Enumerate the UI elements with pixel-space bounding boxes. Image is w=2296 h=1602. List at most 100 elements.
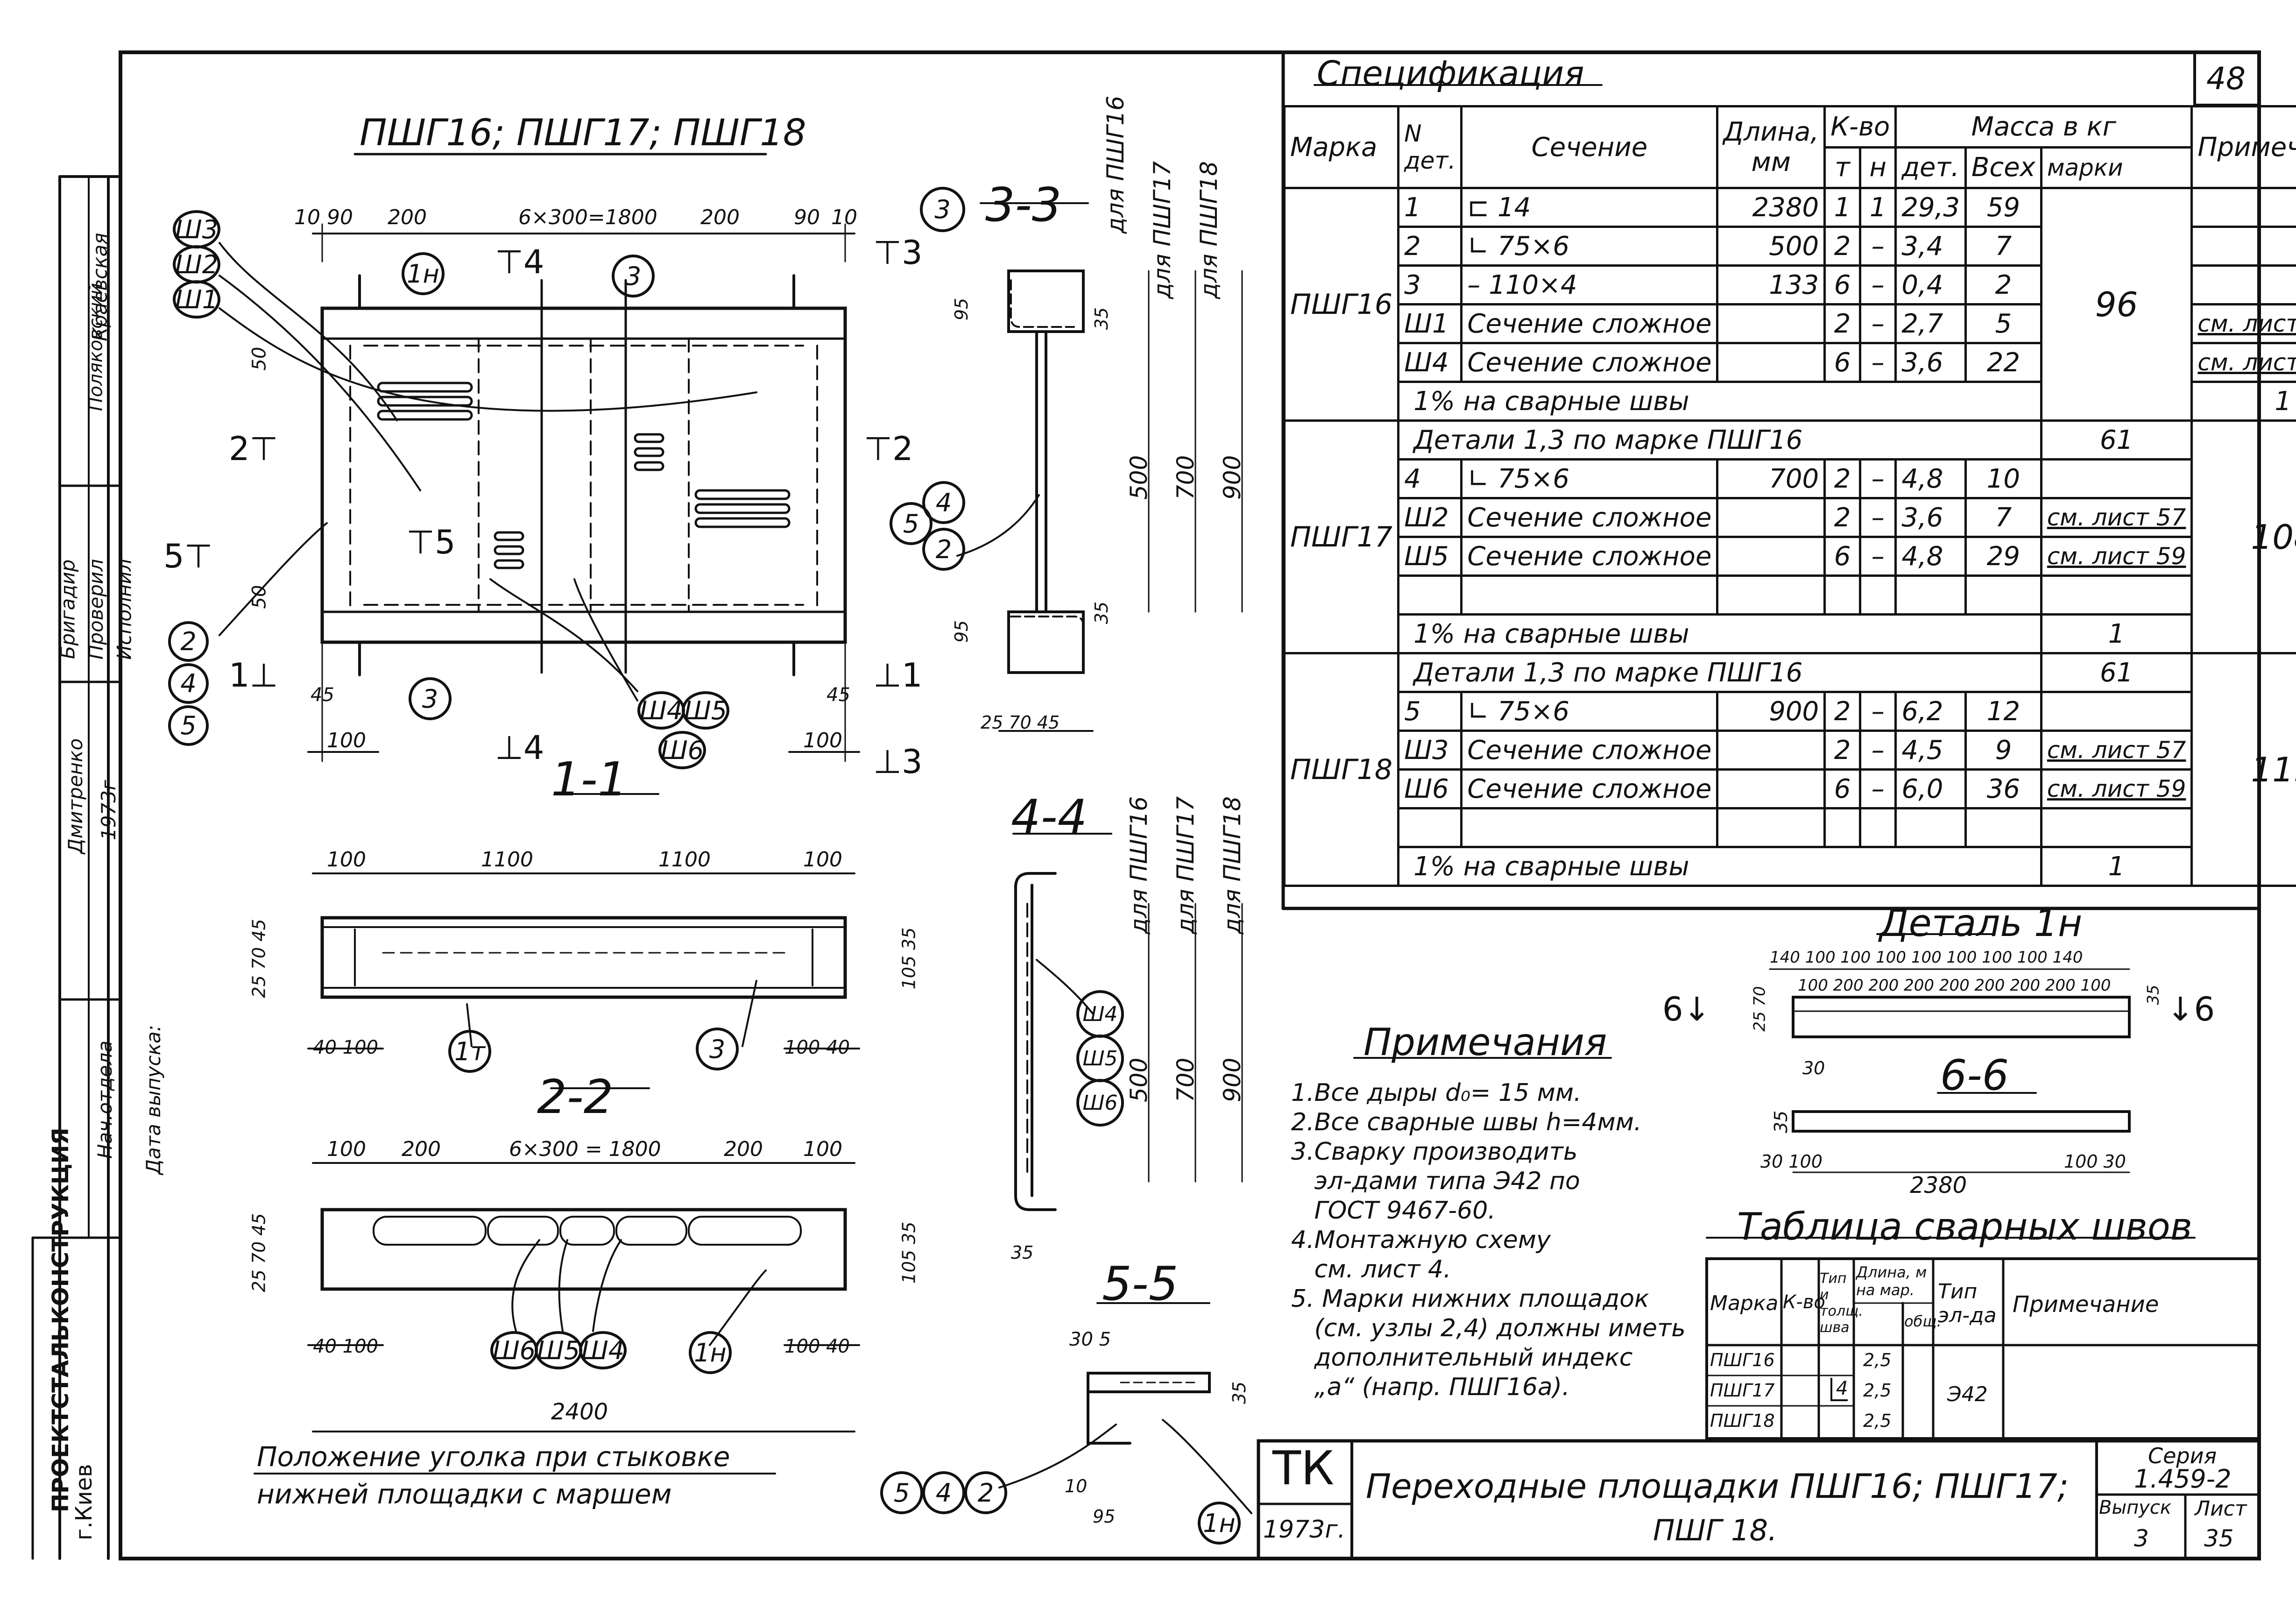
note-line: 5. Марки нижних площадок — [1291, 1285, 1649, 1313]
spec-section-cell: Сечение сложное — [1460, 342, 1719, 383]
bubble-sh4-22: Ш4 — [579, 1331, 627, 1369]
notes-list: 1.Все дыры d₀= 15 мм. 2.Все сварные швы … — [1291, 1079, 1711, 1403]
stamp-role-brigadier: Бригадир — [56, 559, 79, 659]
detail-dims-top: 140 100 100 100 100 100 100 100 140 — [1770, 948, 2083, 967]
spec-mass-all-cell: 1 — [2040, 846, 2193, 887]
seria-label: Серия — [2148, 1443, 2217, 1468]
dim-700-33: 700 — [1172, 455, 1199, 500]
dim-11-1100-right: 1100 — [658, 848, 711, 872]
for-pshg17-44: для ПШГ17 — [1172, 796, 1199, 934]
weld-row-len: 2,5 — [1863, 1350, 1892, 1370]
bubble-sh5-main: Ш5 — [682, 691, 729, 730]
dim-66-right: 100 30 — [2064, 1151, 2126, 1172]
spec-note-cell — [2190, 226, 2296, 267]
spec-mass-det-cell: 3,4 — [1894, 226, 1967, 267]
detail-dims-inner: 100 200 200 200 200 200 200 200 100 — [1798, 976, 2111, 995]
spec-mass-det-cell — [1894, 574, 1967, 616]
dim-1800: 6×300=1800 — [518, 206, 657, 229]
bubble-4-main: 4 — [168, 663, 209, 704]
dim-55-30-5: 30 5 — [1069, 1329, 1111, 1350]
position-note-line1: Положение уголка при стыковке — [257, 1441, 730, 1473]
spec-mass-all-cell — [1964, 574, 2042, 616]
dim-22-40-left: 40 100 — [313, 1336, 378, 1357]
spec-title: Спецификация — [1317, 54, 1584, 93]
dim-22-200-right: 200 — [724, 1137, 763, 1161]
note-line: 3.Сварку производить — [1291, 1138, 1578, 1166]
dim-33-95-bottom: 95 — [951, 620, 972, 643]
spec-h-marka: Марка — [1283, 105, 1400, 189]
cut-mark-3-bottom: ⊥3 — [873, 743, 923, 781]
spec-section-cell: ⊏ 14 — [1460, 187, 1719, 228]
note-line: эл-дами типа Э42 по — [1291, 1167, 1580, 1195]
spec-note-cell: см. лист 59 — [2040, 536, 2193, 577]
cut-mark-1-left: 1⊥ — [229, 656, 278, 695]
weld-row-len: 2,5 — [1863, 1411, 1892, 1431]
dim-900-33: 900 — [1219, 455, 1246, 500]
for-pshg18-44: для ПШГ18 — [1219, 796, 1246, 934]
spec-marka-cell: ПШГ16 — [1283, 187, 1400, 422]
cut-mark-5-mid: ⊤5 — [406, 523, 456, 561]
note-line: ГОСТ 9467-60. — [1291, 1197, 1496, 1225]
spec-section-cell: ∟ 75×6 — [1460, 458, 1719, 499]
spec-mass-mark-cell: 119 — [2190, 652, 2296, 887]
spec-h-kvo: К-во — [1823, 105, 1897, 149]
dim-22-1800: 6×300 = 1800 — [509, 1137, 661, 1161]
spec-qty-t-cell: 1 — [1823, 187, 1861, 228]
spec-section-cell: Сечение сложное — [1460, 497, 1719, 538]
weld-h-type: Тип и толщ. шва — [1820, 1270, 1863, 1336]
weld-h-len: Длина, м на мар. — [1856, 1263, 1927, 1299]
note-line: 2.Все сварные швы h=4мм. — [1291, 1108, 1642, 1136]
bubble-sh6-22: Ш6 — [490, 1331, 538, 1369]
spec-section-cell: ∟ 75×6 — [1460, 226, 1719, 267]
spec-note-cell — [2190, 264, 2296, 305]
stamp-year: 1973г — [97, 780, 120, 840]
spec-mass-all-cell — [1964, 807, 2042, 848]
spec-h-ndet: N дет. — [1397, 105, 1463, 189]
spec-merged-cell: Детали 1,3 по марке ПШГ16 — [1397, 419, 2042, 461]
spec-qty-t-cell: 2 — [1823, 691, 1861, 732]
spec-qty-t-cell — [1823, 807, 1861, 848]
tk-label: ТК — [1272, 1441, 1335, 1496]
spec-length-cell — [1716, 730, 1826, 771]
bubble-2-55: 2 — [964, 1471, 1007, 1514]
dim-55-95: 95 — [1093, 1506, 1116, 1527]
spec-ndet-cell: Ш2 — [1397, 497, 1463, 538]
bubble-2-33: 2 — [922, 528, 965, 571]
spec-note-cell — [2040, 458, 2193, 499]
spec-ndet-cell: 1 — [1397, 187, 1463, 228]
weld-row-marka: ПШГ18 — [1710, 1411, 1775, 1431]
spec-ndet-cell: 3 — [1397, 264, 1463, 305]
dim-10-right: 10 — [831, 206, 857, 229]
bubble-sh6-44: Ш6 — [1076, 1079, 1124, 1127]
spec-mass-all-cell: 5 — [1964, 303, 2042, 344]
spec-qty-n-cell — [1858, 574, 1897, 616]
dim-900-44: 900 — [1219, 1057, 1246, 1102]
dim-66-left: 30 100 — [1760, 1151, 1823, 1172]
spec-section-cell: Сечение сложное — [1460, 768, 1719, 809]
spec-note-cell — [2040, 574, 2193, 616]
spec-qty-n-cell: – — [1858, 536, 1897, 577]
dim-55-35: 35 — [1229, 1381, 1250, 1404]
bubble-2-main: 2 — [168, 621, 209, 662]
sheet-title-line2: ПШГ 18. — [1653, 1513, 1777, 1547]
spec-length-cell — [1716, 497, 1826, 538]
bubble-3-main-bottom: 3 — [409, 677, 452, 720]
spec-h-det: дет. — [1894, 146, 1967, 189]
note-line: 1.Все дыры d₀= 15 мм. — [1291, 1079, 1582, 1107]
stamp-role-executed: Исполнил — [113, 559, 136, 660]
dim-22-200-left: 200 — [402, 1137, 441, 1161]
spec-mass-all-cell: 7 — [1964, 497, 2042, 538]
spec-h-prim: Примечание — [2190, 105, 2296, 189]
spec-mass-det-cell: 4,8 — [1894, 536, 1967, 577]
dim-90-right: 90 — [794, 206, 820, 229]
cut-mark-3-top: ⊤3 — [873, 234, 923, 272]
spec-qty-n-cell — [1858, 807, 1897, 848]
spec-mass-all-cell: 36 — [1964, 768, 2042, 809]
section-33-title: 3-3 — [985, 177, 1062, 232]
spec-mass-all-cell: 1 — [2040, 613, 2193, 654]
